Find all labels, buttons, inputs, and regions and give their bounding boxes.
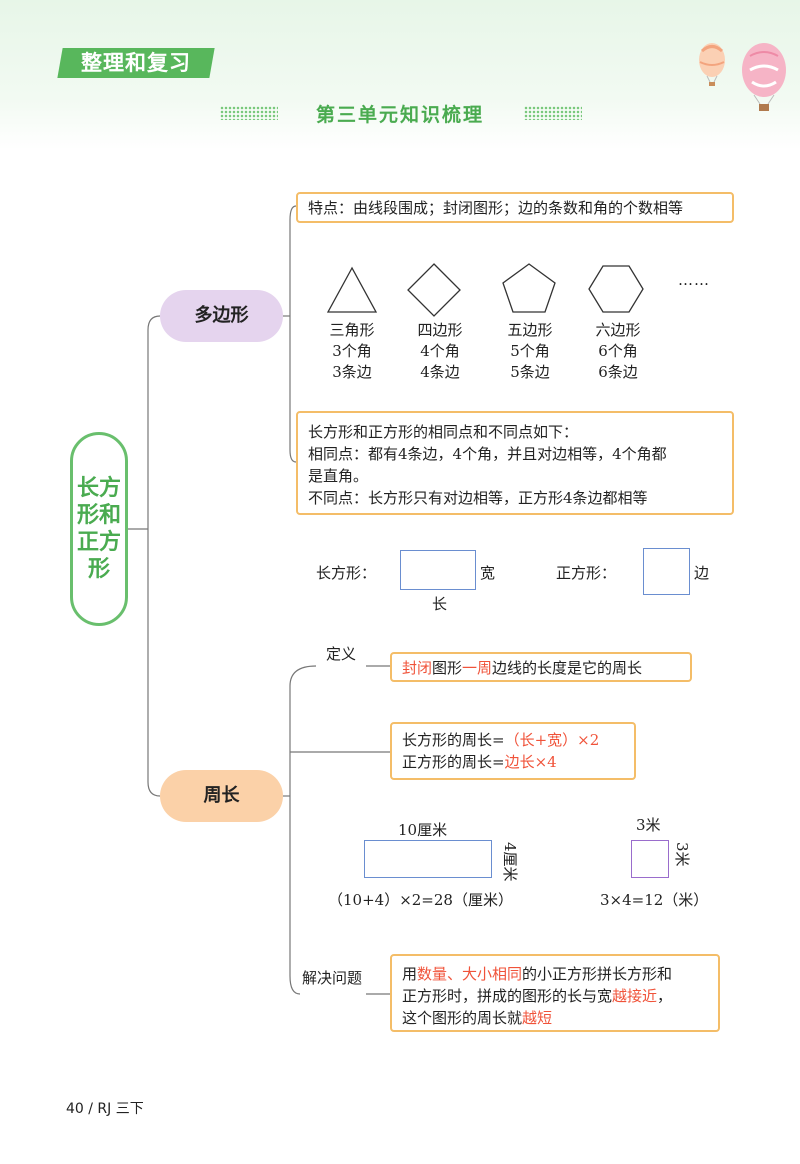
shape-name: 五边形 bbox=[507, 321, 553, 339]
root-node: 长方形和正方形 bbox=[70, 432, 128, 626]
compare-line: 相同点：都有4条边，4个角，并且对边相等，4个角都 bbox=[308, 445, 667, 463]
shape-label-hexagon: 六边形 6个角 6条边 bbox=[582, 320, 654, 383]
shape-name: 四边形 bbox=[417, 321, 463, 339]
example-square-side-label: 3米 bbox=[673, 842, 691, 867]
rect-label: 长方形： bbox=[316, 564, 377, 582]
shape-angles: 3个角 bbox=[332, 342, 372, 360]
solve-text: ， bbox=[657, 987, 673, 1005]
solve-text: 的小正方形拼长方形和 bbox=[522, 965, 673, 983]
formula-highlight: 边长×4 bbox=[504, 753, 557, 771]
solve-box: 用数量、大小相同的小正方形拼长方形和 正方形时，拼成的图形的长与宽越接近， 这个… bbox=[390, 954, 720, 1032]
solve-highlight: 数量、大小相同 bbox=[417, 965, 523, 983]
solve-line: 正方形时，拼成的图形的长与宽越接近， bbox=[402, 985, 708, 1007]
formula-square: 正方形的周长=边长×4 bbox=[402, 751, 624, 773]
solve-text: 这个图形的周长就 bbox=[402, 1009, 523, 1027]
solve-label: 解决问题 bbox=[302, 969, 363, 987]
formula-highlight: （长+宽）×2 bbox=[504, 731, 600, 749]
shape-label-quadrilateral: 四边形 4个角 4条边 bbox=[404, 320, 476, 383]
square-side-label: 边 bbox=[694, 564, 710, 582]
shape-angles: 6个角 bbox=[598, 342, 638, 360]
solve-line: 用数量、大小相同的小正方形拼长方形和 bbox=[402, 963, 708, 985]
shape-sides: 4条边 bbox=[420, 363, 460, 381]
shape-sides: 6条边 bbox=[598, 363, 638, 381]
example-square bbox=[631, 840, 669, 878]
shape-sides: 5条边 bbox=[510, 363, 550, 381]
formula-rect: 长方形的周长=（长+宽）×2 bbox=[402, 729, 624, 751]
example-rectangle bbox=[364, 840, 492, 878]
shape-sides: 3条边 bbox=[332, 363, 372, 381]
solve-highlight: 越接近 bbox=[612, 987, 658, 1005]
example-rect-top-label: 10厘米 bbox=[398, 821, 448, 839]
balloon-icon bbox=[699, 43, 786, 111]
square-label: 正方形： bbox=[556, 564, 617, 582]
formula-text: 长方形的周长= bbox=[402, 731, 505, 749]
branch-polygon: 多边形 bbox=[160, 290, 283, 342]
formula-box: 长方形的周长=（长+宽）×2 正方形的周长=边长×4 bbox=[390, 722, 636, 780]
compare-box: 长方形和正方形的相同点和不同点如下： 相同点：都有4条边，4个角，并且对边相等，… bbox=[296, 411, 734, 515]
solve-text: 正方形时，拼成的图形的长与宽 bbox=[402, 987, 613, 1005]
branch-perimeter: 周长 bbox=[160, 770, 283, 822]
solve-line: 这个图形的周长就越短 bbox=[402, 1007, 708, 1029]
highlight-text: 一周 bbox=[462, 659, 493, 677]
page-title: 第三单元知识梳理 bbox=[315, 104, 484, 126]
polygon-shapes bbox=[326, 263, 644, 317]
shape-label-pentagon: 五边形 5个角 5条边 bbox=[494, 320, 566, 383]
dot-decoration-left bbox=[220, 106, 278, 120]
shape-name: 六边形 bbox=[595, 321, 641, 339]
ellipsis-text: …… bbox=[678, 271, 710, 289]
polygon-feature-box: 特点：由线段围成；封闭图形；边的条数和角的个数相等 bbox=[296, 192, 734, 223]
example-square-calc: 3×4=12（米） bbox=[600, 891, 709, 909]
formula-text: 正方形的周长= bbox=[402, 753, 505, 771]
dot-decoration-right bbox=[524, 106, 582, 120]
definition-text: 边线的长度是它的周长 bbox=[492, 659, 643, 677]
page-number: 40 / RJ 三下 bbox=[66, 1101, 144, 1117]
rectangle-shape bbox=[400, 550, 476, 590]
example-square-top-label: 3米 bbox=[636, 816, 661, 834]
rect-length-label: 长 bbox=[432, 595, 448, 613]
square-shape bbox=[643, 548, 690, 595]
quadrilateral-shape bbox=[407, 263, 461, 317]
shape-label-triangle: 三角形 3个角 3条边 bbox=[316, 320, 388, 383]
example-rect-calc: （10+4）×2=28（厘米） bbox=[328, 891, 513, 909]
hexagon-shape bbox=[588, 265, 644, 313]
shape-name: 三角形 bbox=[329, 321, 375, 339]
solve-text: 用 bbox=[402, 965, 418, 983]
compare-line: 是直角。 bbox=[308, 467, 369, 485]
compare-line: 长方形和正方形的相同点和不同点如下： bbox=[308, 423, 579, 441]
triangle-shape bbox=[326, 266, 378, 313]
solve-highlight: 越短 bbox=[522, 1009, 553, 1027]
definition-text: 图形 bbox=[432, 659, 463, 677]
definition-label: 定义 bbox=[326, 645, 357, 663]
shape-angles: 4个角 bbox=[420, 342, 460, 360]
shape-angles: 5个角 bbox=[510, 342, 550, 360]
compare-line: 不同点：长方形只有对边相等，正方形4条边都相等 bbox=[308, 489, 648, 507]
rect-width-label: 宽 bbox=[480, 564, 496, 582]
definition-box: 封闭图形一周边线的长度是它的周长 bbox=[390, 652, 692, 682]
example-rect-side-label: 4厘米 bbox=[501, 842, 519, 882]
pentagon-shape bbox=[502, 263, 556, 313]
highlight-text: 封闭 bbox=[402, 659, 433, 677]
